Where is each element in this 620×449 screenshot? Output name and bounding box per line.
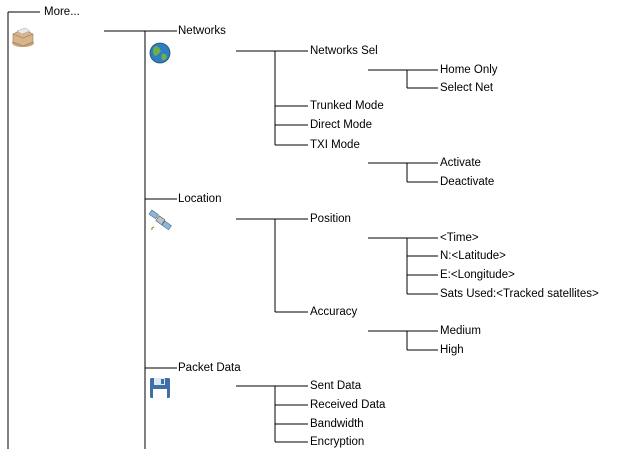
node-networks-sel[interactable]: Networks Sel [310,45,378,57]
satellite-icon [148,209,172,231]
node-sats-used[interactable]: Sats Used:<Tracked satellites> [440,288,599,300]
node-trunked-mode[interactable]: Trunked Mode [310,100,384,112]
menu-folder-icon [12,27,34,47]
node-txi-mode[interactable]: TXI Mode [310,139,360,151]
node-medium[interactable]: Medium [440,325,481,337]
node-networks[interactable]: Networks [178,25,226,37]
node-packet-data[interactable]: Packet Data [178,362,241,374]
node-encryption[interactable]: Encryption [310,436,365,448]
node-home-only[interactable]: Home Only [440,64,498,76]
node-deactivate[interactable]: Deactivate [440,176,495,188]
node-select-net[interactable]: Select Net [440,82,494,94]
node-longitude[interactable]: E:<Longitude> [440,269,515,281]
node-received-data[interactable]: Received Data [310,399,386,411]
floppy-disk-icon [150,378,170,398]
node-time[interactable]: <Time> [440,232,479,244]
node-bandwidth[interactable]: Bandwidth [310,418,364,430]
node-location[interactable]: Location [178,193,222,205]
node-accuracy[interactable]: Accuracy [310,306,358,318]
node-sent-data[interactable]: Sent Data [310,380,362,392]
node-high[interactable]: High [440,344,464,356]
node-more[interactable]: More... [44,6,80,18]
globe-icon [149,42,171,64]
node-activate[interactable]: Activate [440,157,481,169]
node-position[interactable]: Position [310,213,351,225]
node-direct-mode[interactable]: Direct Mode [310,119,372,131]
node-latitude[interactable]: N:<Latitude> [440,250,506,262]
